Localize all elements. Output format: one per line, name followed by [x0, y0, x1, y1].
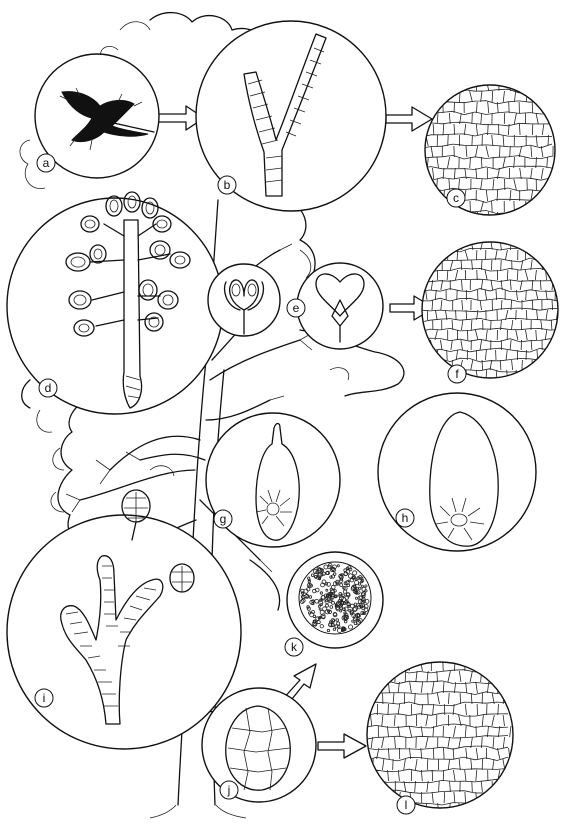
- panel-g: g: [206, 413, 340, 547]
- panel-b: b: [196, 21, 386, 211]
- panel-b-label: b: [224, 178, 231, 192]
- arrow-j-to-l: [318, 734, 366, 758]
- panel-l-label: l: [405, 798, 408, 812]
- panel-d: d: [7, 192, 223, 414]
- panel-h-label: h: [402, 511, 409, 525]
- panel-e: e: [287, 263, 383, 349]
- arrow-b-to-c: [386, 107, 432, 131]
- panel-j: j: [202, 688, 316, 802]
- panel-l: l: [365, 659, 516, 814]
- panel-a: a: [35, 54, 159, 178]
- panel-a-label: a: [43, 156, 50, 170]
- panel-k-texture: [299, 562, 371, 634]
- panel-c: c: [420, 78, 560, 223]
- panel-k: k: [285, 552, 383, 656]
- panel-g-label: g: [220, 512, 227, 526]
- panel-h-circle: [378, 393, 536, 551]
- panel-c-circle: [425, 85, 555, 215]
- panel-d-label: d: [45, 381, 52, 395]
- panel-e-label: e: [293, 301, 300, 315]
- panel-h: h: [378, 393, 536, 551]
- panel-i: i: [7, 490, 241, 749]
- panel-flower-detail: [208, 264, 280, 336]
- panel-i-label: i: [43, 691, 46, 705]
- panel-c-label: c: [453, 191, 459, 205]
- panel-j-label: j: [227, 783, 231, 797]
- panel-f: f: [420, 238, 563, 390]
- panel-k-label: k: [291, 640, 298, 654]
- panel-j-circle: [202, 688, 316, 802]
